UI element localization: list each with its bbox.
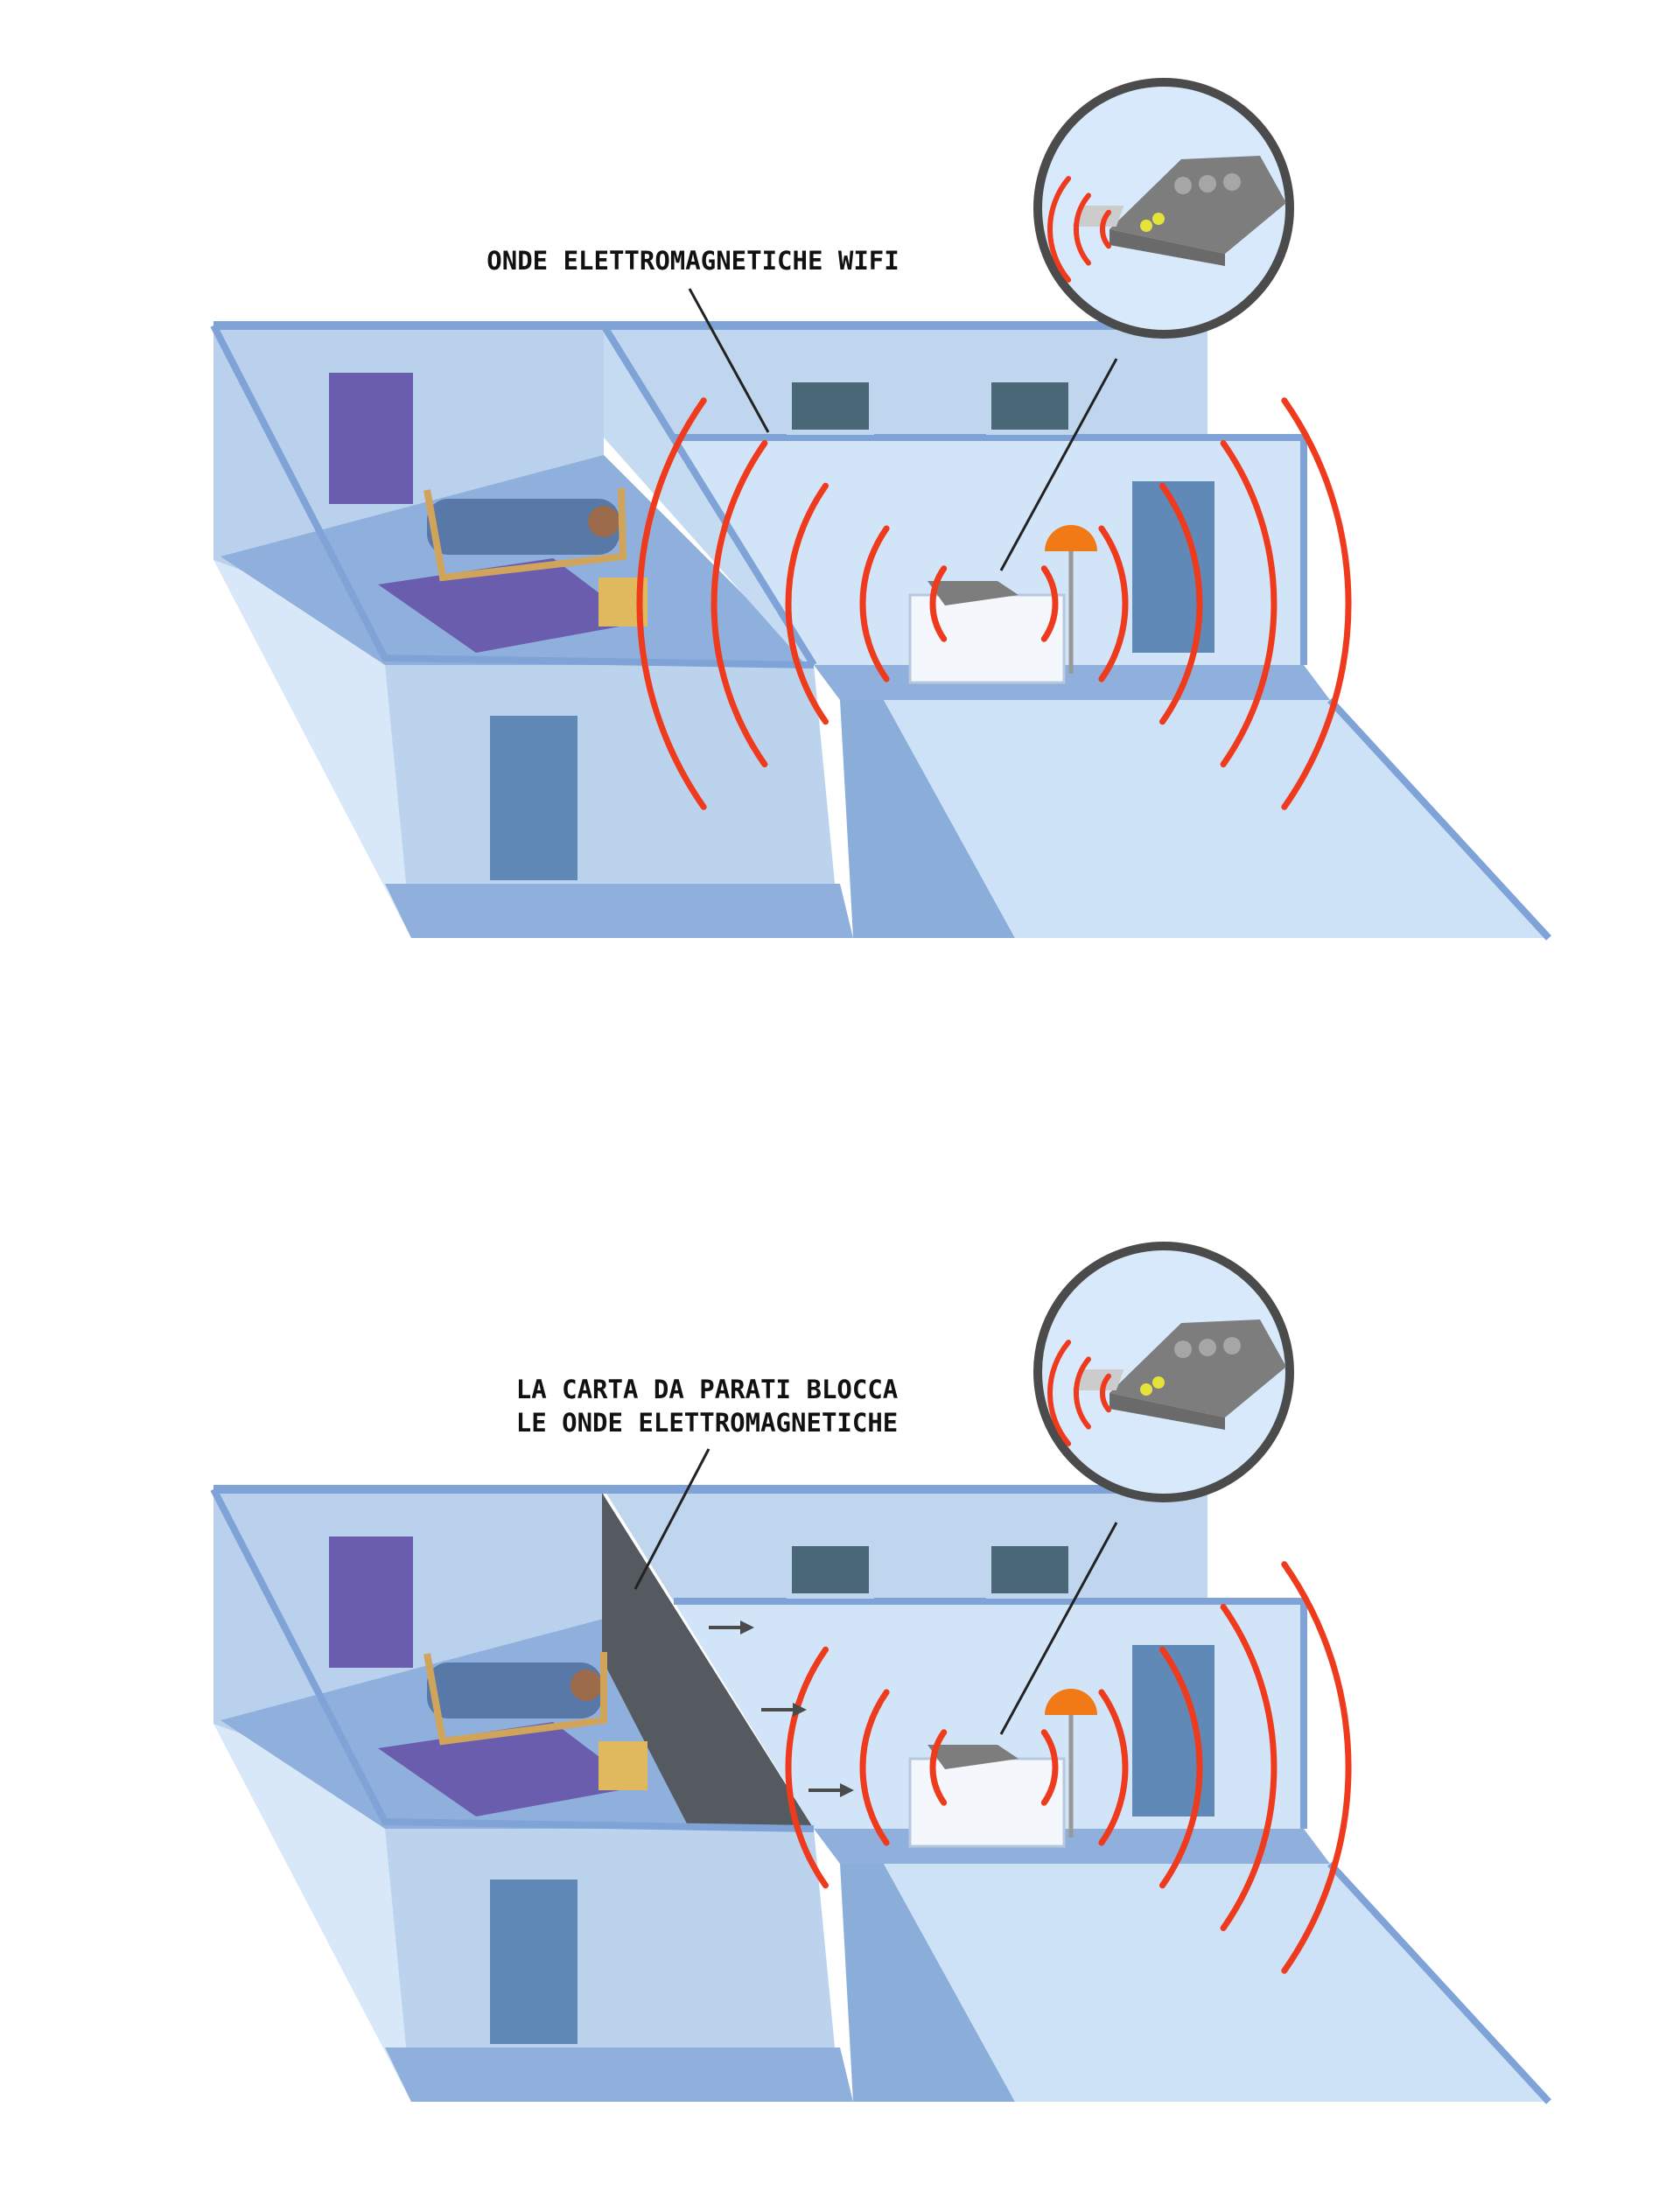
bed <box>424 1652 607 1746</box>
floor-trim <box>1327 697 1551 941</box>
router-cabinet <box>908 1745 1066 1848</box>
window <box>787 377 874 435</box>
window-blind <box>329 1536 413 1668</box>
wave-arc <box>785 1646 829 1889</box>
wave-arc <box>1220 440 1278 767</box>
wave-arc <box>1281 397 1352 810</box>
wave-arc <box>1040 565 1059 642</box>
wave-arc <box>1074 192 1091 266</box>
wave-arc <box>1047 1340 1072 1446</box>
wave-arc <box>1098 1689 1129 1846</box>
magnifier-callout <box>999 1242 1294 1735</box>
panel-with-wallpaper: LA CARTA DA PARATI BLOCCA LE ONDE ELETTR… <box>210 1242 1551 2104</box>
hall-back-wall <box>604 1489 1208 1601</box>
floor-edge <box>385 884 853 938</box>
nightstand <box>598 1741 648 1790</box>
wave-arc <box>929 565 948 642</box>
corridor-wall <box>840 700 1015 938</box>
wave-arc <box>710 440 768 767</box>
router-closeup <box>1072 156 1286 266</box>
wifi-waves <box>636 397 1352 810</box>
floor-lamp <box>1045 525 1097 674</box>
wave-arc <box>1099 209 1111 249</box>
blocked-arrows <box>709 1620 854 1797</box>
arrow-icon <box>709 1620 754 1634</box>
wifi-waves <box>785 1561 1352 1974</box>
bed <box>424 487 627 582</box>
wave-arc <box>785 482 829 725</box>
wallpaper-label-line-2: LE ONDE ELETTROMAGNETICHE <box>516 1408 899 1438</box>
wallpaper-label-line-1: LA CARTA DA PARATI BLOCCA <box>516 1375 899 1404</box>
house-cutaway <box>210 1485 1551 2104</box>
wave-arc <box>929 1729 948 1806</box>
window <box>986 1541 1074 1599</box>
floor-trim <box>1327 1861 1551 2104</box>
magnifier-callout <box>999 78 1294 571</box>
wave-arc <box>859 1689 890 1846</box>
floor-lamp <box>1045 1689 1097 1838</box>
door <box>490 1880 578 2044</box>
wave-arc <box>1159 1646 1203 1889</box>
wave-arc <box>1159 482 1203 725</box>
label-callout: ONDE ELETTROMAGNETICHE WIFI <box>486 246 900 433</box>
bedroom-floor <box>220 455 814 665</box>
wave-arc <box>1047 176 1072 283</box>
wave-arc <box>1099 1373 1111 1413</box>
wave-arc <box>859 525 890 682</box>
floor-edge <box>385 2048 853 2102</box>
wave-arc <box>1220 1604 1278 1931</box>
wallpaper <box>602 1493 814 1829</box>
wall-trim <box>210 324 815 668</box>
door <box>490 716 578 880</box>
window <box>986 377 1074 435</box>
panel-without-wallpaper: ONDE ELETTROMAGNETICHE WIFI <box>210 78 1551 941</box>
closeup-waves <box>1047 1340 1111 1446</box>
label-callout: LA CARTA DA PARATI BLOCCA LE ONDE ELETTR… <box>516 1375 899 1590</box>
wave-arc <box>1281 1561 1352 1974</box>
wifi-waves-label: ONDE ELETTROMAGNETICHE WIFI <box>486 246 899 276</box>
wave-arc <box>1040 1729 1059 1806</box>
wall-trim <box>210 1488 815 1832</box>
router-closeup <box>1072 1320 1286 1430</box>
arrow-icon <box>761 1703 807 1717</box>
wave-arc <box>1098 525 1129 682</box>
rug <box>378 558 639 653</box>
arrow-icon <box>808 1783 854 1797</box>
house-cutaway <box>210 321 1551 941</box>
hall-back-wall <box>604 326 1208 438</box>
wave-arc <box>636 397 707 810</box>
window <box>787 1541 874 1599</box>
window-blind <box>329 373 413 504</box>
corridor-wall <box>840 1864 1015 2102</box>
partition-trim <box>600 323 817 668</box>
closeup-waves <box>1047 176 1111 283</box>
rug <box>378 1722 639 1816</box>
wave-arc <box>1074 1356 1091 1430</box>
